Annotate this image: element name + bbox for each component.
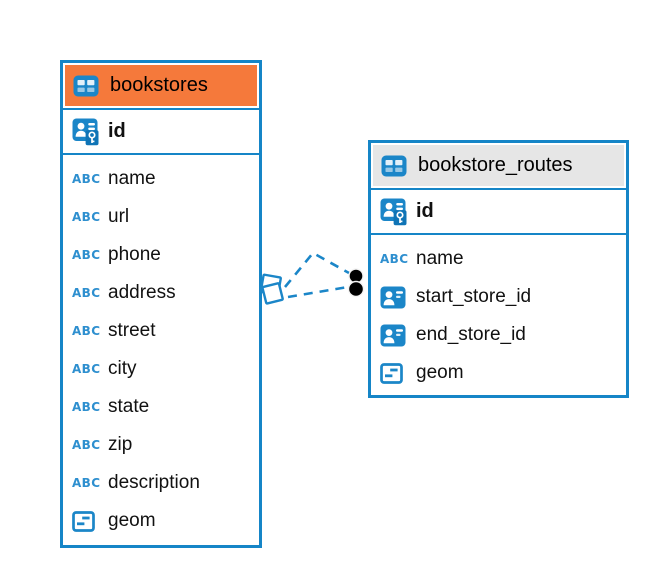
table-icon [381, 155, 409, 177]
column-row[interactable]: ABC address [63, 274, 259, 312]
divider [63, 153, 259, 155]
column-row[interactable]: ABC url [63, 198, 259, 236]
column-row[interactable]: ABC description [63, 464, 259, 502]
text-type-icon: ABC [72, 476, 101, 490]
column-name: name [416, 248, 464, 269]
relation-endpoint-dot[interactable] [347, 280, 365, 298]
column-row[interactable]: ABC city [63, 350, 259, 388]
entity-table-bookstores[interactable]: bookstores id ABC name ABC url ABC phone [60, 60, 262, 548]
geometry-type-icon [72, 511, 100, 532]
text-type-icon: ABC [72, 324, 101, 338]
column-name: end_store_id [416, 324, 526, 345]
column-name: address [108, 282, 176, 303]
relation-line[interactable] [287, 285, 349, 299]
table-header-bookstores[interactable]: bookstores [65, 65, 257, 106]
column-name: geom [416, 362, 464, 383]
column-list: ABC name start_store_id end_store_id ge [371, 235, 626, 398]
reference-type-icon [380, 324, 408, 347]
divider [63, 108, 259, 110]
column-name: id [416, 200, 434, 222]
column-name: start_store_id [416, 286, 532, 307]
column-row[interactable]: geom [63, 502, 259, 540]
column-name: state [108, 396, 150, 417]
column-row[interactable]: ABC name [371, 240, 626, 278]
table-title: bookstore_routes [418, 154, 573, 176]
column-name: phone [108, 244, 161, 265]
text-type-icon: ABC [380, 252, 409, 266]
divider [371, 233, 626, 235]
column-row[interactable]: ABC state [63, 388, 259, 426]
column-row[interactable]: geom [371, 354, 626, 392]
relation-diamond-marker[interactable] [259, 273, 282, 296]
text-type-icon: ABC [72, 248, 101, 262]
text-type-icon: ABC [72, 210, 101, 224]
column-row[interactable]: ABC phone [63, 236, 259, 274]
column-row[interactable]: end_store_id [371, 316, 626, 354]
column-row[interactable]: start_store_id [371, 278, 626, 316]
text-type-icon: ABC [72, 438, 101, 452]
table-icon [73, 75, 101, 97]
entity-table-bookstore-routes[interactable]: bookstore_routes id ABC name start_store… [368, 140, 629, 398]
relation-endpoint-dot[interactable] [348, 268, 364, 284]
geometry-type-icon [380, 363, 408, 384]
reference-type-icon [380, 286, 408, 309]
relation-line[interactable] [283, 251, 350, 288]
column-row[interactable]: ABC street [63, 312, 259, 350]
column-name: street [108, 320, 156, 341]
column-name: city [108, 358, 137, 379]
table-header-bookstore-routes[interactable]: bookstore_routes [373, 145, 624, 186]
column-row[interactable]: ABC name [63, 160, 259, 198]
column-name: description [108, 472, 200, 493]
text-type-icon: ABC [72, 400, 101, 414]
column-list: ABC name ABC url ABC phone ABC address A… [63, 155, 259, 546]
text-type-icon: ABC [72, 172, 101, 186]
column-row-id[interactable]: id [371, 190, 626, 233]
column-row[interactable]: ABC zip [63, 426, 259, 464]
column-name: zip [108, 434, 133, 455]
table-title: bookstores [110, 74, 208, 96]
text-type-icon: ABC [72, 362, 101, 376]
column-name: id [108, 120, 126, 142]
primary-key-icon [380, 198, 408, 226]
relation-diamond-marker[interactable] [261, 282, 284, 305]
primary-key-icon [72, 118, 100, 146]
column-name: geom [108, 510, 156, 531]
text-type-icon: ABC [72, 286, 101, 300]
column-name: url [108, 206, 130, 227]
column-row-id[interactable]: id [63, 110, 259, 153]
divider [371, 188, 626, 190]
column-name: name [108, 168, 156, 189]
